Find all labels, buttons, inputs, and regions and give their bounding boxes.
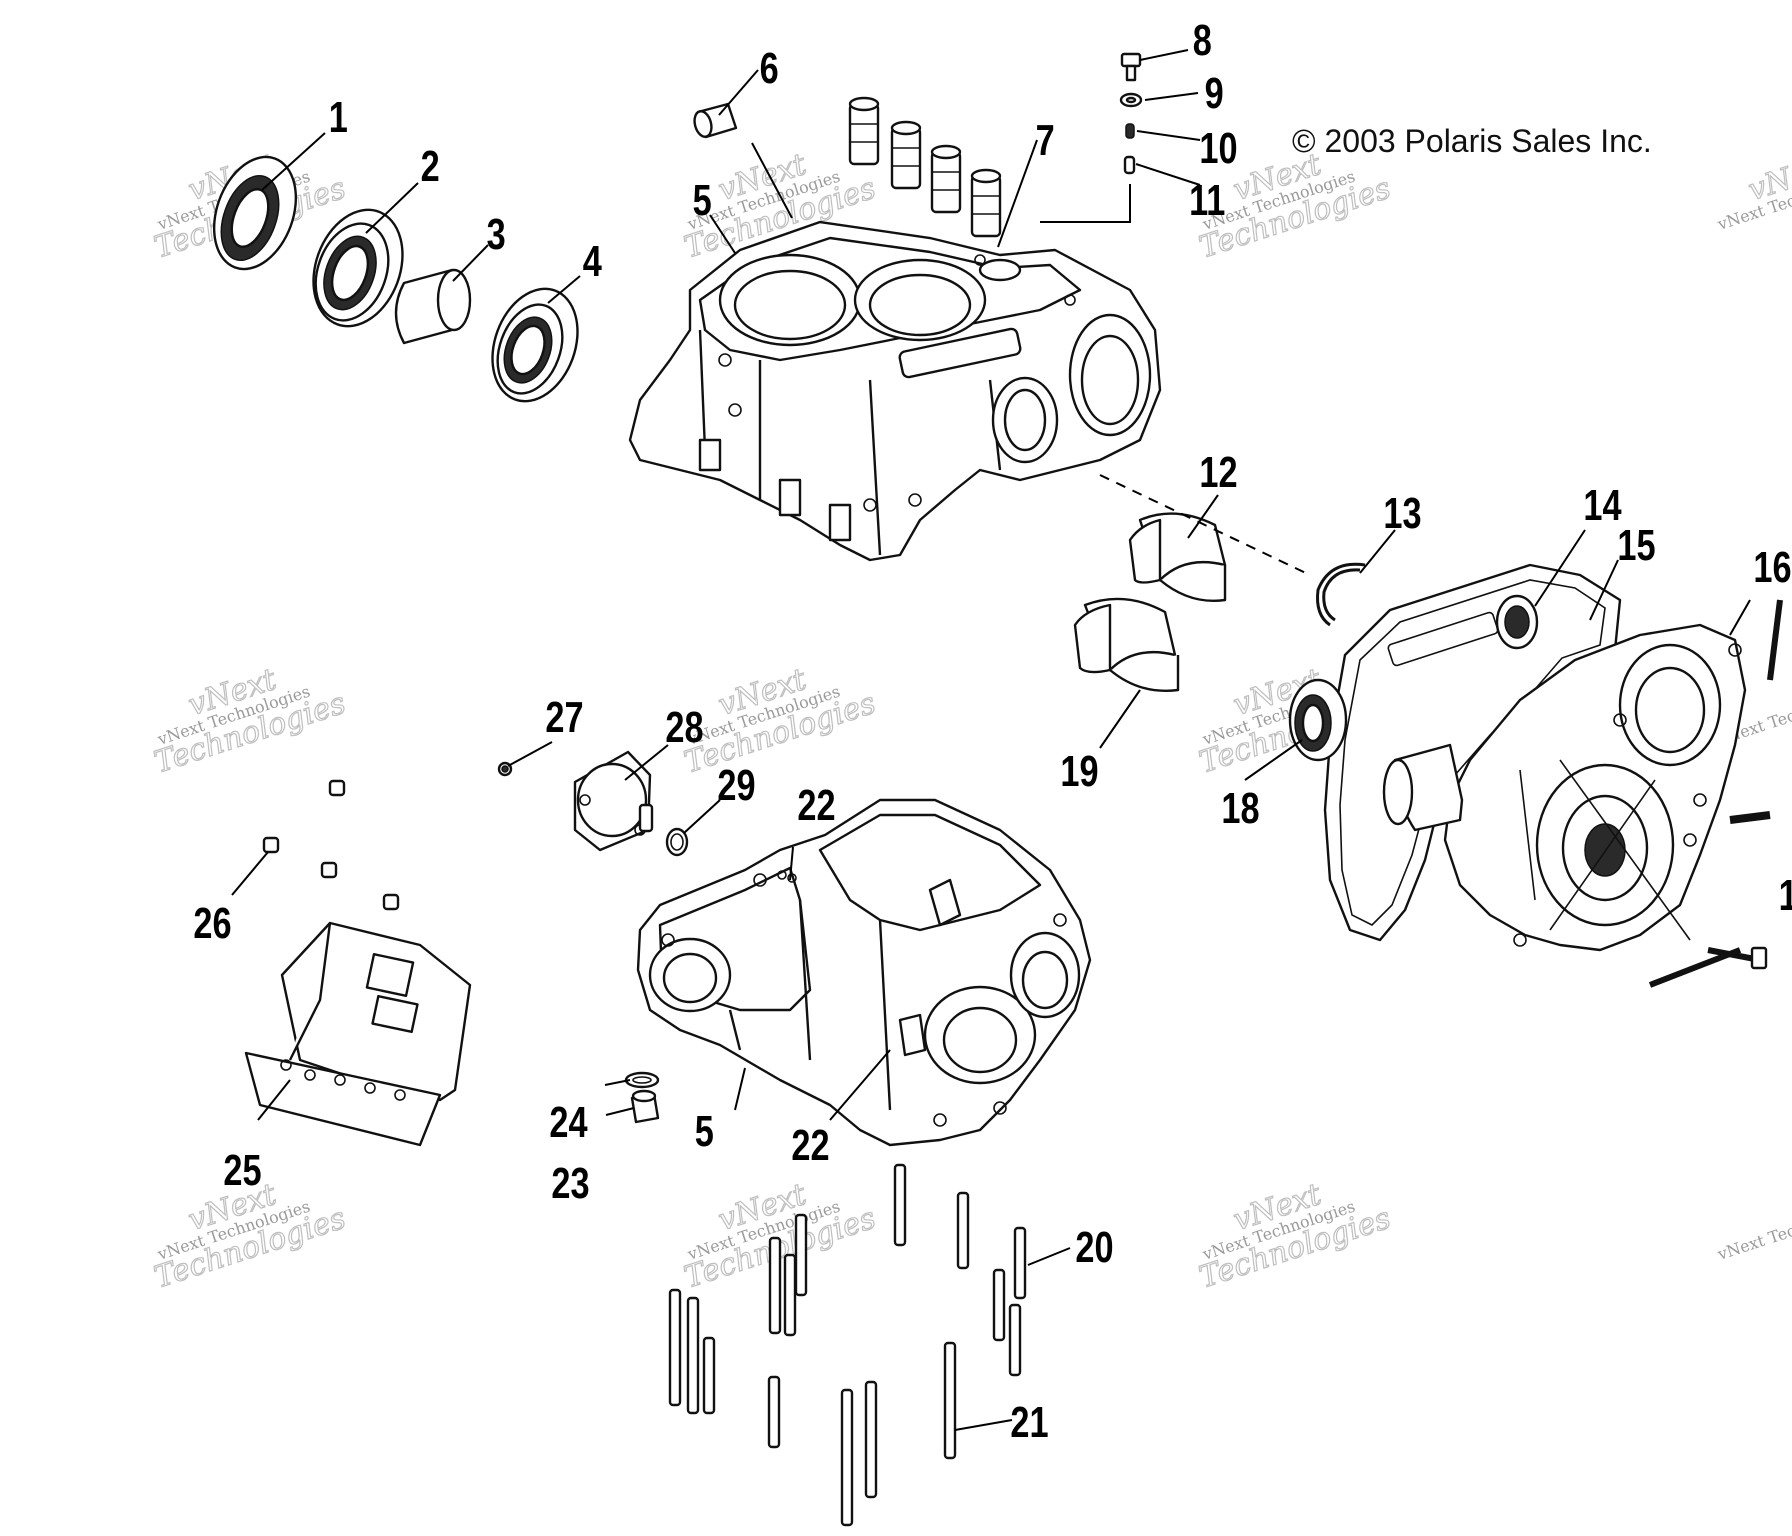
part-5-lower-crankcase	[636, 798, 1092, 1147]
part-14-seal	[1495, 594, 1539, 650]
callout-3: 3	[487, 210, 506, 259]
callout-13: 13	[1383, 489, 1421, 538]
watermark-11: vNext Technologies vNext Technologies	[1195, 1176, 1396, 1296]
part-2-bearing	[312, 208, 404, 328]
part-13-retaining-ring	[1316, 562, 1366, 627]
part-8-bolt	[1120, 52, 1142, 82]
part-16-crankcase-cover	[1382, 623, 1747, 952]
callout-23: 23	[551, 1159, 589, 1208]
callout-29: 29	[717, 761, 755, 810]
part-19-main-bearing	[1073, 597, 1180, 692]
callout-12: 12	[1199, 448, 1237, 497]
part-21-bolts	[668, 1213, 957, 1527]
callout-17-partial: 1	[1779, 871, 1792, 920]
callout-5-upper: 5	[693, 176, 712, 225]
callout-4: 4	[583, 237, 602, 286]
callout-1: 1	[329, 93, 348, 142]
part-3-bushing	[394, 268, 472, 345]
callout-22-upper: 22	[797, 781, 835, 830]
callout-14: 14	[1583, 481, 1621, 530]
callout-24: 24	[549, 1098, 587, 1147]
copyright-notice: © 2003 Polaris Sales Inc.	[1292, 123, 1652, 159]
callout-11: 11	[1189, 176, 1225, 225]
callout-7: 7	[1036, 116, 1055, 165]
watermark-12: vNext Technologies	[1714, 1197, 1792, 1264]
lifter-2	[890, 120, 922, 190]
callout-9: 9	[1205, 69, 1224, 118]
part-20-bolts	[893, 1163, 1027, 1377]
part-6-dowel	[693, 102, 738, 139]
part-5-upper-crankcase	[628, 220, 1162, 562]
lifter-3	[930, 144, 962, 214]
part-9-washer	[1119, 92, 1143, 108]
callout-26: 26	[193, 899, 231, 948]
callout-19: 19	[1060, 747, 1098, 796]
part-4-bearing	[491, 287, 579, 403]
leader-lines	[231, 49, 1751, 1431]
callout-25: 25	[223, 1146, 261, 1195]
part-10-o-ring	[1125, 123, 1135, 139]
watermark-5: vNext Technologies vNext Technologies	[150, 661, 351, 781]
callout-22-lower: 22	[791, 1121, 829, 1170]
callout-28: 28	[665, 703, 703, 752]
watermark-4: vNext Technologies vNext	[1714, 146, 1792, 234]
callout-20: 20	[1075, 1223, 1113, 1272]
callout-21: 21	[1010, 1398, 1048, 1447]
callout-16: 16	[1753, 543, 1791, 592]
callout-2: 2	[421, 142, 440, 191]
callout-27: 27	[545, 693, 583, 742]
watermark-text-small: vNext Technologies	[1714, 1197, 1792, 1264]
callout-6: 6	[760, 44, 779, 93]
callout-10: 10	[1199, 124, 1237, 173]
part-29-o-ring	[665, 827, 689, 857]
part-11-pin	[1123, 155, 1136, 175]
part-18-oil-seal	[1288, 678, 1348, 762]
callout-18: 18	[1221, 784, 1259, 833]
part-17-bolts	[1648, 599, 1783, 988]
callout-5-lower: 5	[695, 1107, 714, 1156]
part-26-drain-plugs	[262, 779, 400, 911]
callout-15: 15	[1617, 521, 1655, 570]
part-25-oil-baffle	[244, 921, 472, 1147]
part-12-main-bearing	[1128, 512, 1227, 602]
part-1-oil-seal	[212, 155, 298, 271]
part-24-o-ring	[624, 1071, 660, 1089]
part-7-lifters	[848, 96, 1002, 238]
lifter-1	[848, 96, 880, 166]
callout-8: 8	[1193, 16, 1212, 65]
callout-labels: 1 2 3 4 5 5 6 7 8 9 10 11 12 13 14 15 16…	[193, 16, 1792, 1447]
part-23-plug	[630, 1089, 660, 1124]
part-28-oil-pump-cover	[573, 750, 654, 852]
lifter-4	[970, 168, 1002, 238]
